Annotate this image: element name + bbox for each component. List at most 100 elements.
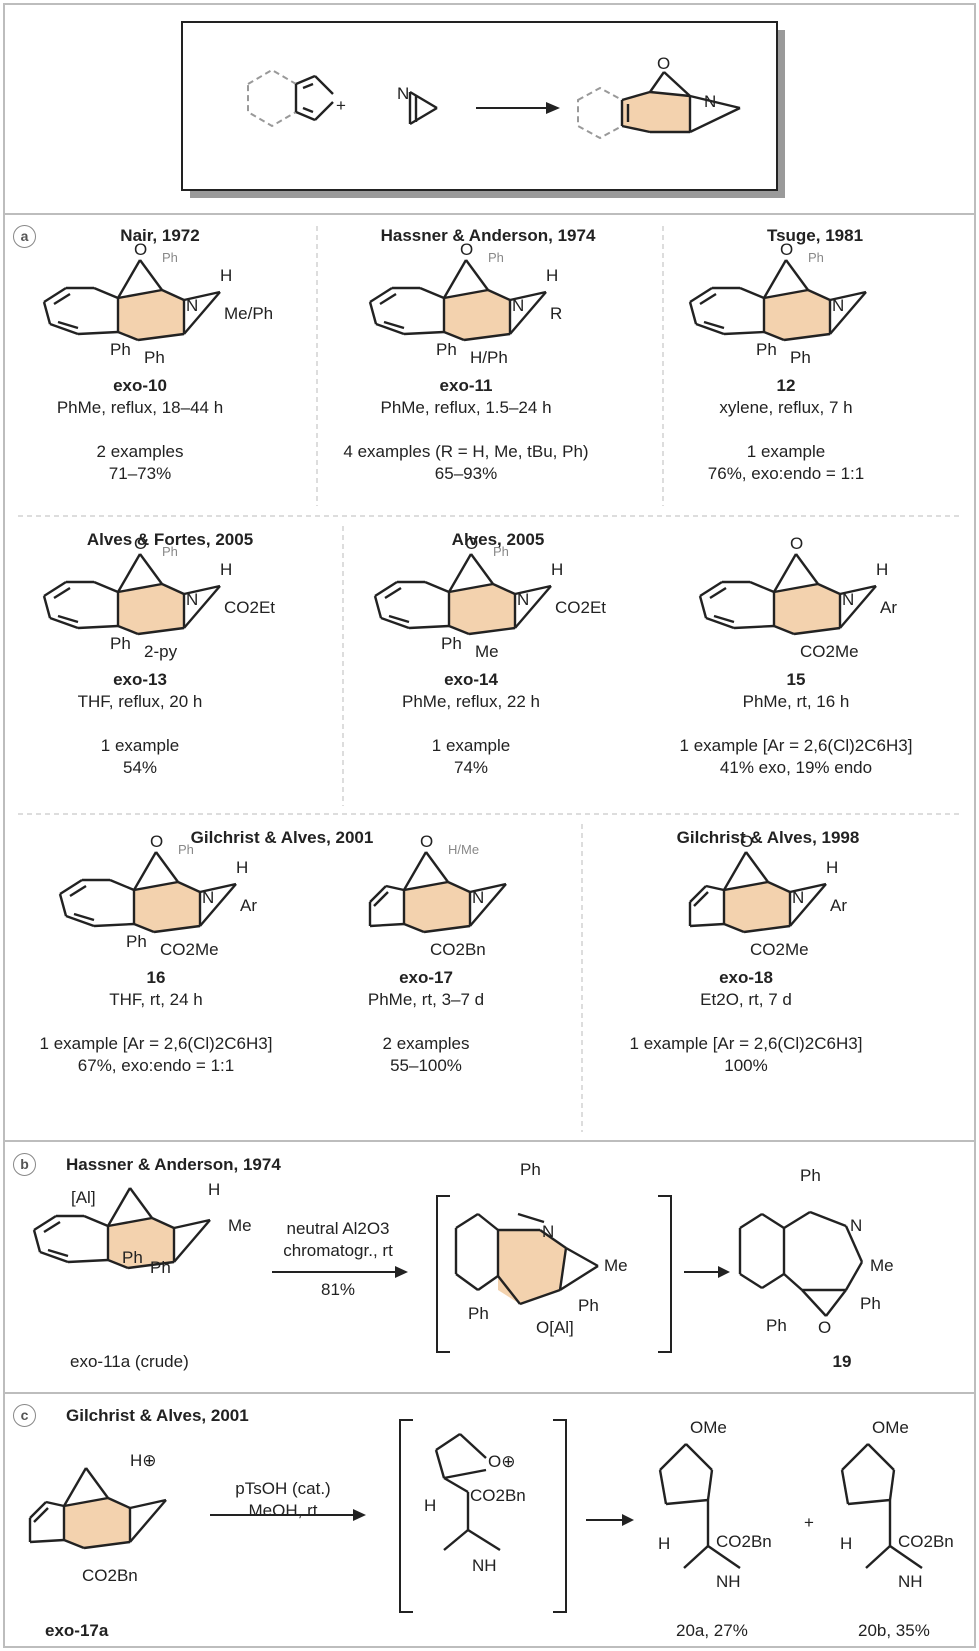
pc-prod-a-ome: OMe xyxy=(690,1418,727,1437)
panel-c-product-a: 20a, 27% xyxy=(676,1621,748,1640)
pb-prod-me: Me xyxy=(870,1256,894,1275)
bottom-substituent-1-2: Ph xyxy=(756,340,777,359)
aziridine-n-6: N xyxy=(202,888,215,907)
pc-prod-b-h: H xyxy=(840,1534,853,1553)
pc-prod-b-nh: NH xyxy=(898,1572,923,1591)
pb-prod-n: N xyxy=(850,1216,863,1235)
entry-header-2: Tsuge, 1981 xyxy=(766,226,864,245)
bottom-substituent-1-6: Ph xyxy=(126,932,147,951)
yield-0: 71–73% xyxy=(108,464,172,483)
compound-label-4: exo-14 xyxy=(444,670,498,689)
compound-label-1: exo-11 xyxy=(439,376,493,395)
entry-header-0: Nair, 1972 xyxy=(120,226,200,245)
examples-4: 1 example xyxy=(431,736,511,755)
entry-header-4: Alves, 2005 xyxy=(451,530,545,549)
examples-0: 2 examples xyxy=(96,442,184,461)
top-substituent-7: H/Me xyxy=(448,842,480,857)
pb-int-me: Me xyxy=(604,1256,628,1275)
bridge-oxygen-6: O xyxy=(150,832,164,851)
bridge-oxygen-8: O xyxy=(740,832,754,851)
top-plus-sign: + xyxy=(336,96,346,115)
yield-4: 74% xyxy=(453,758,489,777)
panel-c-reagent-1: pTsOH (cat.) xyxy=(235,1479,331,1498)
top-product-n: N xyxy=(704,92,717,111)
compound-label-8: exo-18 xyxy=(719,968,773,987)
entry-header-3: Alves & Fortes, 2005 xyxy=(86,530,254,549)
conditions-1: PhMe, reflux, 1.5–24 h xyxy=(380,398,552,417)
panel-c-product-b: 20b, 35% xyxy=(858,1621,930,1640)
molecule-0 xyxy=(42,259,221,342)
panel-c-header: Gilchrist & Alves, 2001 xyxy=(66,1406,249,1425)
yield-8: 100% xyxy=(724,1056,768,1075)
molecule-8 xyxy=(688,851,827,934)
top-bridge-o: O xyxy=(657,54,671,73)
conditions-4: PhMe, reflux, 22 h xyxy=(402,692,540,711)
molecule-2 xyxy=(688,259,867,342)
bridge-oxygen-7: O xyxy=(420,832,434,851)
r-substituent-3: CO2Et xyxy=(224,598,276,617)
aziridine-n-7: N xyxy=(472,888,485,907)
conditions-2: xylene, reflux, 7 h xyxy=(719,398,853,417)
bridge-oxygen-1: O xyxy=(460,240,474,259)
panel-c-proton: H⊕ xyxy=(130,1451,157,1470)
examples-2: 1 example xyxy=(746,442,826,461)
aziridine-n-8: N xyxy=(792,888,805,907)
r-substituent-0: Me/Ph xyxy=(224,304,274,323)
examples-5: 1 example [Ar = 2,6(Cl)2C6H3] xyxy=(679,736,913,755)
molecule-6 xyxy=(58,851,237,934)
molecule-4 xyxy=(373,553,552,636)
conditions-8: Et2O, rt, 7 d xyxy=(700,990,792,1009)
panel-b-reagent-1: neutral Al2O3 xyxy=(286,1219,390,1238)
examples-1: 4 examples (R = H, Me, tBu, Ph) xyxy=(343,442,589,461)
h-substituent-5: H xyxy=(876,560,889,579)
panel-c-badge: c xyxy=(13,1404,36,1427)
examples-8: 1 example [Ar = 2,6(Cl)2C6H3] xyxy=(629,1034,863,1053)
pc-int-h: H xyxy=(424,1496,437,1515)
pb-prod-ph-top: Ph xyxy=(800,1166,821,1185)
bottom-substituent-2-7: CO2Bn xyxy=(430,940,486,959)
h-substituent-8: H xyxy=(826,858,839,877)
yield-6: 67%, exo:endo = 1:1 xyxy=(77,1056,235,1075)
h-substituent-0: H xyxy=(220,266,233,285)
bottom-substituent-2-4: Me xyxy=(475,642,499,661)
entry-header-6: Gilchrist & Alves, 2001 xyxy=(190,828,374,847)
pc-start-co2bn: CO2Bn xyxy=(82,1566,138,1585)
panel-b-oal-label: O[Al] xyxy=(536,1318,574,1337)
pb-prod-o: O xyxy=(818,1318,832,1337)
examples-7: 2 examples xyxy=(382,1034,470,1053)
pb-int-ph-r: Ph xyxy=(578,1296,599,1315)
aziridine-n-1: N xyxy=(512,296,525,315)
bottom-substituent-1-0: Ph xyxy=(110,340,131,359)
r-substituent-8: Ar xyxy=(830,896,847,915)
panel-c-plus: + xyxy=(804,1513,814,1532)
bridge-oxygen-3: O xyxy=(134,534,148,553)
pc-prod-a-nh: NH xyxy=(716,1572,741,1591)
panel-c-start-label: exo-17a xyxy=(45,1621,109,1640)
panel-b-product-label: 19 xyxy=(832,1352,852,1371)
conditions-3: THF, reflux, 20 h xyxy=(77,692,203,711)
conditions-6: THF, rt, 24 h xyxy=(109,990,203,1009)
r-substituent-5: Ar xyxy=(880,598,897,617)
pc-prod-a-h: H xyxy=(658,1534,671,1553)
aziridine-n-0: N xyxy=(186,296,199,315)
bottom-substituent-1-1: Ph xyxy=(436,340,457,359)
bottom-substituent-2-5: CO2Me xyxy=(800,642,859,661)
molecule-3 xyxy=(42,553,221,636)
bottom-substituent-2-2: Ph xyxy=(790,348,811,367)
yield-2: 76%, exo:endo = 1:1 xyxy=(707,464,865,483)
molecule-7 xyxy=(368,851,507,934)
pc-prod-a-co2bn: CO2Bn xyxy=(716,1532,772,1551)
top-substituent-1: Ph xyxy=(488,250,504,265)
bottom-substituent-2-0: Ph xyxy=(144,348,165,367)
pb-start-ph1: Ph xyxy=(122,1248,143,1267)
pb-int-n: N xyxy=(542,1222,555,1241)
pc-prod-b-co2bn: CO2Bn xyxy=(898,1532,954,1551)
conditions-0: PhMe, reflux, 18–44 h xyxy=(56,398,224,417)
pb-int-ph-top: Ph xyxy=(520,1160,541,1179)
h-substituent-4: H xyxy=(551,560,564,579)
panel-b-yield: 81% xyxy=(320,1280,356,1299)
bridge-oxygen-4: O xyxy=(465,534,479,553)
pc-int-co2bn: CO2Bn xyxy=(470,1486,526,1505)
